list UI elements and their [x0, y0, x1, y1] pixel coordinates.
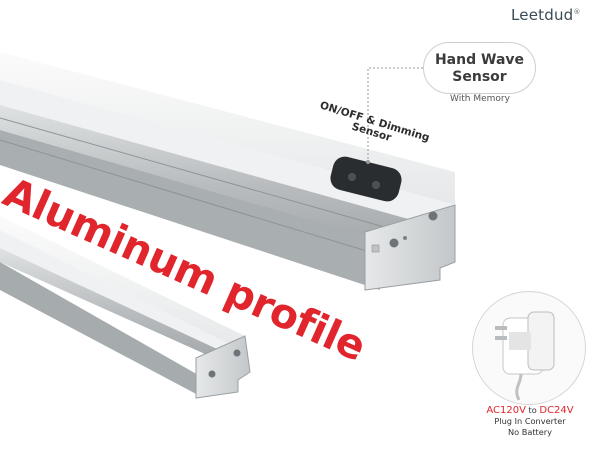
adapter-caption: AC120V to DC24V Plug In Converter No Bat…: [460, 405, 600, 438]
brand-logo: Leetdud®: [511, 6, 581, 24]
callout-subtitle: With Memory: [450, 94, 510, 104]
adapter-battery-note: No Battery: [507, 427, 553, 437]
hand-wave-sensor-callout: Hand Wave Sensor: [423, 42, 536, 94]
callout-leader: [367, 67, 423, 162]
adapter-voltage: AC120V to DC24V: [486, 405, 574, 416]
sensor-window: [330, 156, 402, 202]
small-led-bar: [0, 216, 251, 399]
adapter-type: Plug In Converter: [494, 416, 566, 426]
large-led-bar: [0, 52, 456, 291]
callout-title: Hand Wave Sensor: [434, 52, 525, 85]
power-adapter-image: [472, 291, 586, 405]
plug-adapter-icon: [495, 311, 555, 401]
